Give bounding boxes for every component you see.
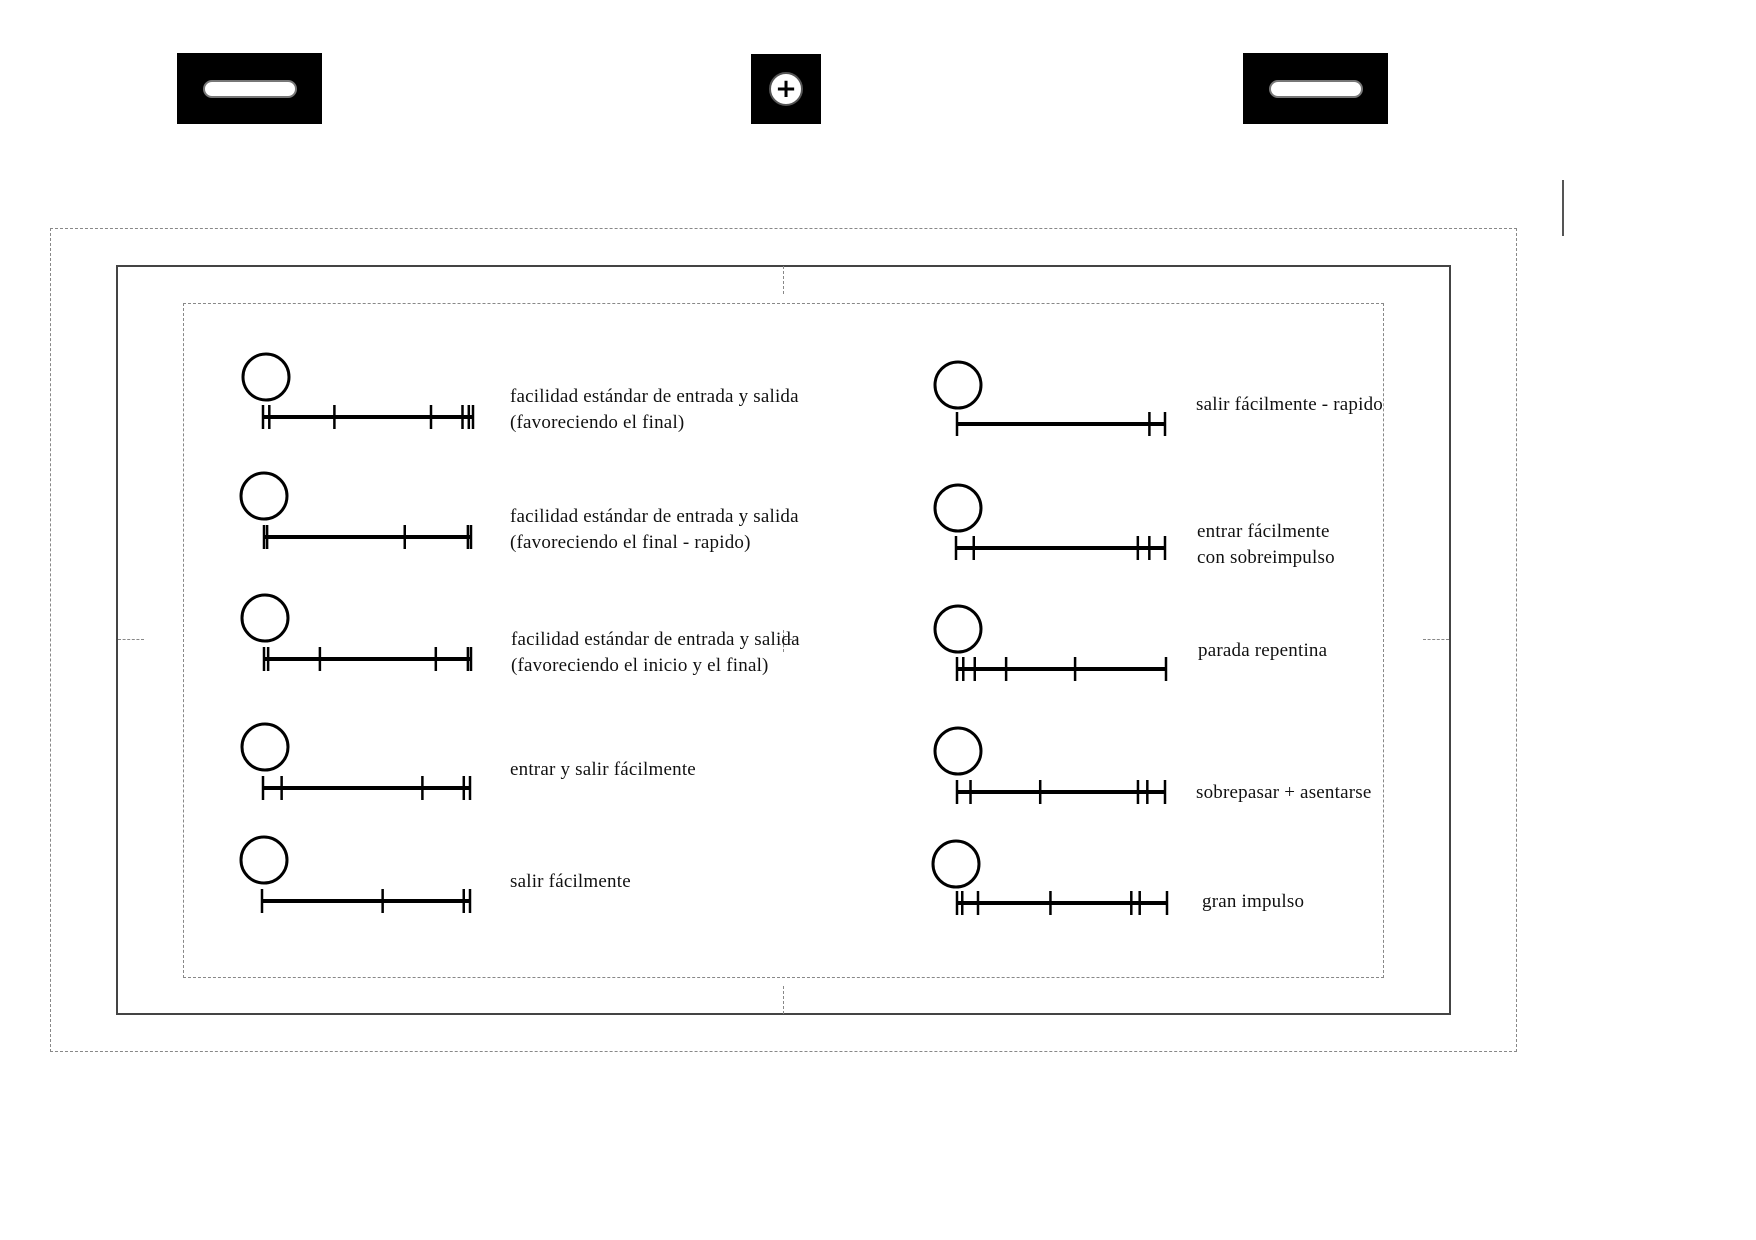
easing-label-line1: entrar fácilmente <box>1197 521 1330 542</box>
easing-label-line2: (favoreciendo el final - rapido) <box>510 532 751 553</box>
outer-bleed-frame <box>50 228 1517 1052</box>
edge-marker <box>1562 180 1564 236</box>
easing-label-line1: entrar y salir fácilmente <box>510 759 696 780</box>
slot-button-right[interactable] <box>1243 53 1388 124</box>
easing-label-line1: facilidad estándar de entrada y salida <box>511 629 800 650</box>
easing-label-line1: gran impulso <box>1202 891 1305 912</box>
easing-label: entrar y salir fácilmente <box>510 757 696 783</box>
plus-circle-icon: + <box>769 72 803 106</box>
ball-circle-icon <box>931 839 981 889</box>
easing-label-line1: salir fácilmente <box>510 871 631 892</box>
easing-label-line1: sobrepasar + asentarse <box>1196 782 1372 803</box>
ball-circle-icon <box>933 604 983 654</box>
easing-label-line2: (favoreciendo el final) <box>510 412 685 433</box>
slot-icon <box>1268 79 1363 98</box>
ball-circle-icon <box>239 471 289 521</box>
easing-label-line1: facilidad estándar de entrada y salida <box>510 506 799 527</box>
easing-label-line2: con sobreimpulso <box>1197 547 1335 568</box>
easing-label-line1: parada repentina <box>1198 640 1328 661</box>
easing-label-line1: salir fácilmente - rapido <box>1196 394 1384 415</box>
add-button[interactable]: + <box>751 54 821 124</box>
easing-label: facilidad estándar de entrada y salida (f… <box>510 384 799 436</box>
easing-label: sobrepasar + asentarse <box>1196 780 1371 806</box>
easing-label: facilidad estándar de entrada y salida (f… <box>510 504 799 556</box>
side-guide-right <box>1423 639 1449 640</box>
fold-guide-bottom <box>783 986 784 1014</box>
slot-button-left[interactable] <box>177 53 322 124</box>
easing-label: salir fácilmente - rapido <box>1196 392 1383 418</box>
ball-circle-icon <box>933 360 983 410</box>
easing-label-line2: (favoreciendo el inicio y el final) <box>511 655 769 676</box>
fold-guide-middle <box>783 630 784 652</box>
ball-circle-icon <box>239 835 289 885</box>
side-guide-left <box>118 639 144 640</box>
easing-label-line1: facilidad estándar de entrada y salida <box>510 386 799 407</box>
easing-label: salir fácilmente <box>510 869 631 895</box>
ball-circle-icon <box>933 483 983 533</box>
safe-area-frame <box>183 303 1384 978</box>
easing-label: gran impulso <box>1202 889 1304 915</box>
fold-guide-top <box>783 266 784 294</box>
ball-circle-icon <box>240 722 290 772</box>
slot-icon <box>202 79 297 98</box>
easing-label: entrar fácilmente con sobreimpulso <box>1197 519 1335 571</box>
ball-circle-icon <box>933 726 983 776</box>
easing-label: parada repentina <box>1198 638 1327 664</box>
center-guide-mark <box>784 639 798 640</box>
easing-label: facilidad estándar de entrada y salida (f… <box>511 627 800 679</box>
ball-circle-icon <box>241 352 291 402</box>
ball-circle-icon <box>240 593 290 643</box>
